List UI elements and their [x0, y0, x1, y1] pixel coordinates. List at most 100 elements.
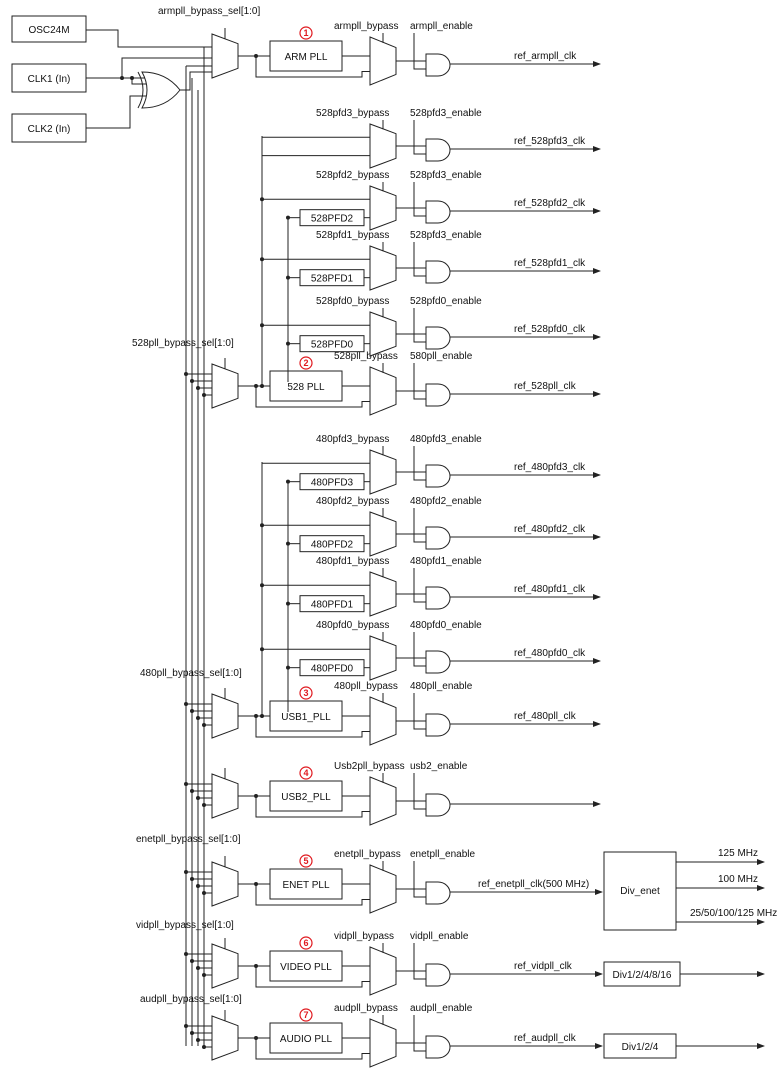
pll-480-pfd-3-enable-label: 480pfd0_enable: [410, 620, 482, 631]
pll-528-pfd-1-bypass-label: 528pfd2_bypass: [316, 170, 389, 181]
pll-audio-pll-label: AUDIO PLL: [280, 1034, 333, 1045]
pll-480-badge: 3: [299, 686, 313, 700]
pll-enet-divider-out-label-2: 25/50/100/125 MHz: [690, 908, 777, 919]
pll-528-badge-number: 2: [303, 358, 308, 368]
pll-audio-divider-label: Div1/2/4: [622, 1042, 659, 1053]
pll-enet-badge: 5: [299, 854, 313, 868]
pll-528-pfd-1-and-gate: [425, 200, 451, 224]
pll-usb2-pll-label: USB2_PLL: [281, 792, 331, 803]
pll-528-pfd-3-enable-label: 528pfd0_enable: [410, 296, 482, 307]
pll-480-pfd-0-and-gate: [425, 464, 451, 488]
pll-528-pfd-2-bypass-label: 528pfd1_bypass: [316, 230, 389, 241]
pll-group-audio: audpll_bypass_sel[1:0]AUDIO PLL7audpll_b…: [140, 994, 765, 1068]
pll-528-pfd-2-enable-label: 528pfd3_enable: [410, 230, 482, 241]
pll-528-enable-label: 580pll_enable: [410, 351, 473, 362]
pll-480-pfd-3-bypass-mux: [369, 635, 397, 681]
pll-video-enable-label: vidpll_enable: [410, 931, 469, 942]
pll-enet-and-gate: [425, 881, 451, 905]
pll-528-pfd-3-output-label: ref_528pfd0_clk: [514, 324, 586, 335]
input-clk2-label: CLK2 (In): [28, 124, 71, 135]
input-clk1-label: CLK1 (In): [28, 74, 71, 85]
pll-528-pfd-2-bypass-mux: [369, 245, 397, 291]
pll-audio-select-label: audpll_bypass_sel[1:0]: [140, 994, 242, 1005]
pll-480-pfd-0-output-label: ref_480pfd3_clk: [514, 462, 586, 473]
pll-audio-output-label: ref_audpll_clk: [514, 1033, 577, 1044]
pll-video-select-label: vidpll_bypass_sel[1:0]: [136, 920, 234, 931]
pll-528-badge: 2: [299, 356, 313, 370]
pll-480-pfd-0-bypass-label: 480pfd3_bypass: [316, 434, 389, 445]
pll-528-pfd-0-bypass-label: 528pfd3_bypass: [316, 108, 389, 119]
pll-480-bypass-label: 480pll_bypass: [334, 681, 398, 692]
pll-480-pfd-1-bypass-label: 480pfd2_bypass: [316, 496, 389, 507]
pll-usb2-and-gate: [425, 793, 451, 817]
pll-528-pfd-0-enable-label: 528pfd3_enable: [410, 108, 482, 119]
pll-528-bypass-label: 528pll_bypass: [334, 351, 398, 362]
pll-video-divider: Div1/2/4/8/16: [603, 961, 765, 987]
pll-arm-badge: 1: [299, 26, 313, 40]
pll-480-pfd-2-bypass-label: 480pfd1_bypass: [316, 556, 389, 567]
pll-480-pfd-3-output-label: ref_480pfd0_clk: [514, 648, 586, 659]
pll-audio-pll-box: [269, 1022, 343, 1054]
pll-video-divider-box: [603, 961, 681, 987]
pll-480-pfd-1-enable-label: 480pfd2_enable: [410, 496, 482, 507]
pll-arm-bypass-label: armpll_bypass: [334, 21, 398, 32]
pll-enet-divider-box: [603, 851, 677, 931]
pll-arm-and-gate: [425, 53, 451, 77]
pll-480-output-label: ref_480pll_clk: [514, 711, 577, 722]
pll-480-pfd-2-bypass-mux: [369, 571, 397, 617]
pll-480-pfd-1-and-gate: [425, 526, 451, 550]
pll-528-pfd-3-bypass-mux: [369, 311, 397, 357]
pll-group-528: 528pll_bypass_sel[1:0] 528 PLL 2 528pll_byp…: [132, 108, 601, 416]
pll-usb2-select-mux: [211, 773, 239, 819]
pll-480-badge-number: 3: [303, 688, 308, 698]
pll-528-select-label: 528pll_bypass_sel[1:0]: [132, 338, 234, 349]
pll-528-pfd-3-bypass-label: 528pfd0_bypass: [316, 296, 389, 307]
pll-528-pfd-2-output-label: ref_528pfd1_clk: [514, 258, 586, 269]
pll-video-pll-box: [269, 950, 343, 982]
pll-arm-select-mux: [211, 33, 239, 79]
pll-arm-bypass-mux: [369, 36, 397, 86]
pll-528-pfd-0-and-gate: [425, 138, 451, 162]
pll-528-pfd-box-label-2: 528PFD1: [311, 274, 354, 285]
pll-group-video: vidpll_bypass_sel[1:0]VIDEO PLL6vidpll_b…: [136, 920, 765, 996]
pll-528-pfd-1-output-label: ref_528pfd2_clk: [514, 198, 586, 209]
pll-528-pfd-2: 528PFD1 528pfd1_bypass 528pfd3_enable ref_5…: [260, 230, 601, 291]
pll-480-pfd-1-output-label: ref_480pfd2_clk: [514, 524, 586, 535]
pll-video-divider-label: Div1/2/4/8/16: [613, 970, 672, 981]
pll-480-pfd-3-and-gate: [425, 650, 451, 674]
pll-video-and-gate: [425, 963, 451, 987]
pll-enet-select-label: enetpll_bypass_sel[1:0]: [136, 834, 241, 845]
pll-usb2-bypass-mux: [369, 776, 397, 826]
pll-480-enable-label: 480pll_enable: [410, 681, 473, 692]
pll-480-pfd-2-output-label: ref_480pfd1_clk: [514, 584, 586, 595]
pll-480-pfd-box-label-0: 480PFD3: [311, 478, 354, 489]
pll-528-and-gate: [425, 383, 451, 407]
pll-usb2-bypass-label: Usb2pll_bypass: [334, 761, 405, 772]
pll-enet-enable-label: enetpll_enable: [410, 849, 475, 860]
pll-groups: armpll_bypass_sel[1:0]ARM PLL1armpll_byp…: [132, 6, 777, 1068]
pll-480-pll-label: USB1_PLL: [281, 712, 331, 723]
pll-480-pfd-box-label-3: 480PFD0: [311, 664, 354, 675]
pll-528-pfd-0-bypass-mux: [369, 123, 397, 169]
pll-video-output-label: ref_vidpll_clk: [514, 961, 573, 972]
pll-enet-output-label: ref_enetpll_clk(500 MHz): [478, 879, 589, 890]
pll-video-badge: 6: [299, 936, 313, 950]
pll-480-pfd-1-bypass-mux: [369, 511, 397, 557]
pll-enet-select-mux: [211, 861, 239, 907]
pll-arm-enable-label: armpll_enable: [410, 21, 473, 32]
pll-480-select-label: 480pll_bypass_sel[1:0]: [140, 668, 242, 679]
xor-gate: [137, 71, 181, 109]
pll-528-pll-label: 528 PLL: [287, 382, 325, 393]
pll-usb2-badge-number: 4: [303, 768, 308, 778]
pll-audio-bypass-label: audpll_bypass: [334, 1003, 398, 1014]
pll-528-pfd-box-label-3: 528PFD0: [311, 340, 354, 351]
pll-usb2-pll-box: [269, 780, 343, 812]
